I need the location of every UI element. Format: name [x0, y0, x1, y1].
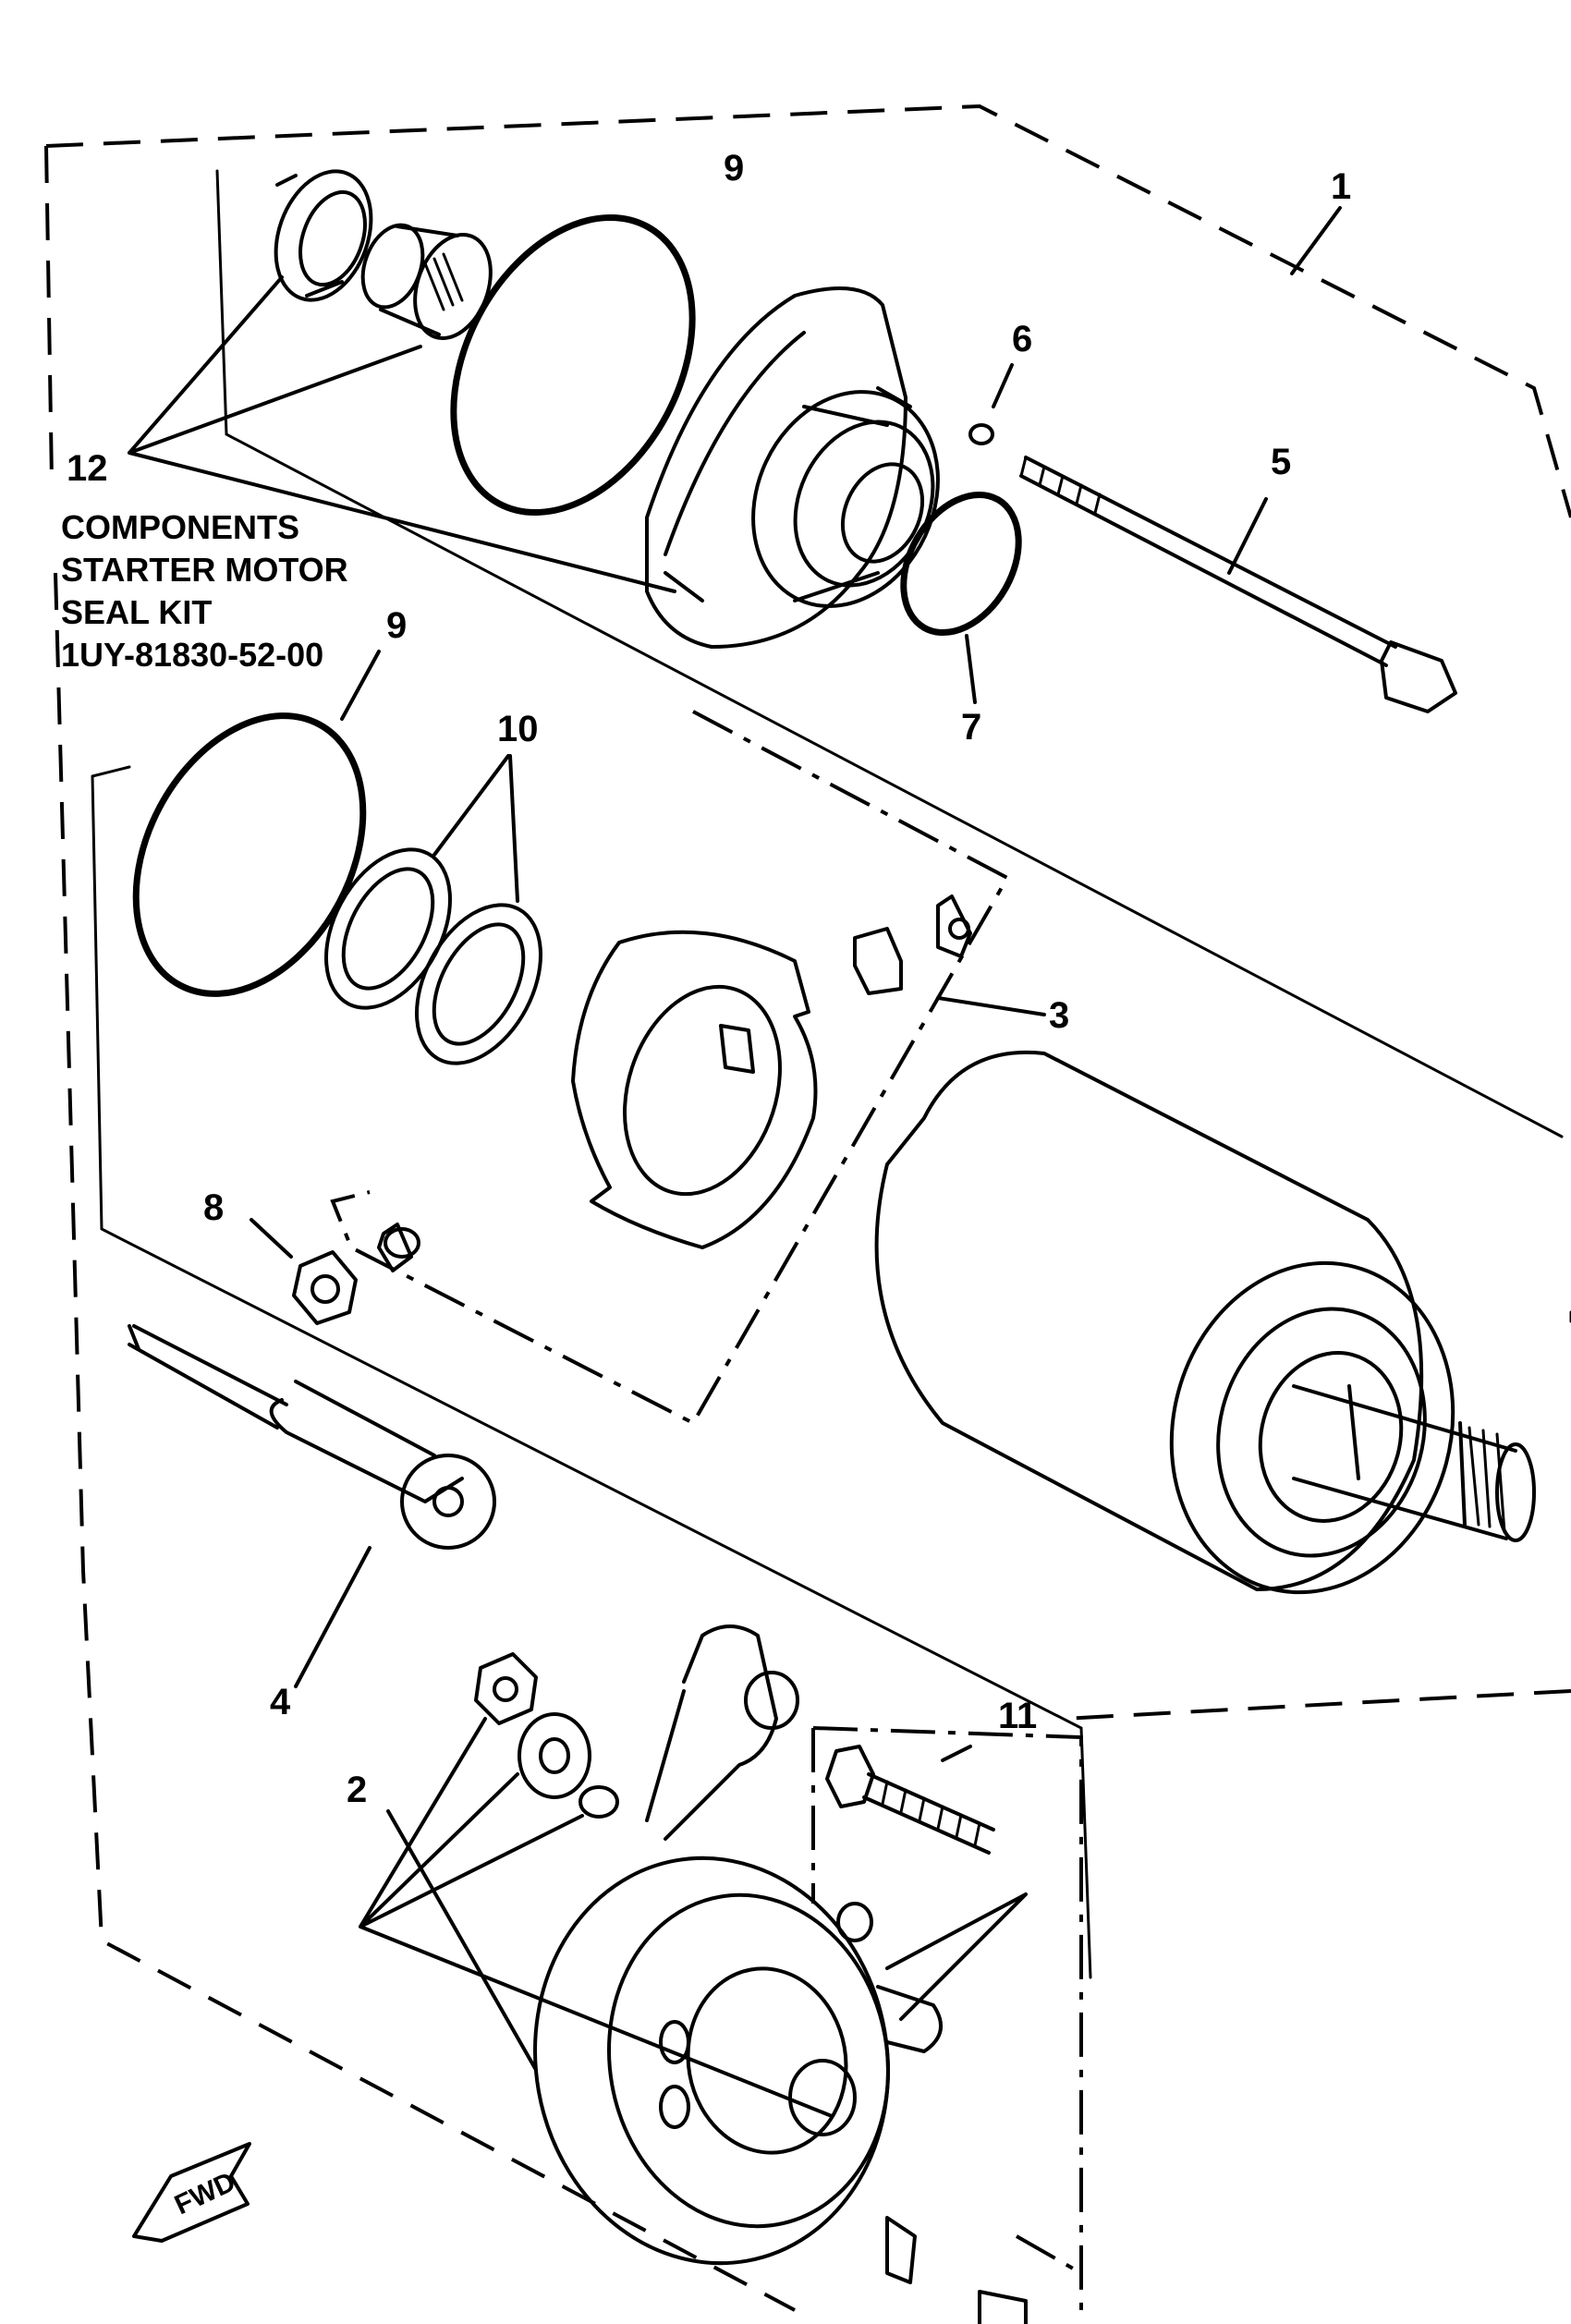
- o-ring-7: [900, 491, 1022, 637]
- terminal-nut: [474, 1652, 538, 1725]
- front-cover: [645, 286, 940, 649]
- terminal-o-ring: [578, 1785, 619, 1819]
- leader-3: [936, 996, 1046, 1016]
- bearing: [360, 223, 493, 341]
- leader-6: [992, 363, 1014, 408]
- callout-9-lower: 9: [386, 605, 407, 646]
- leader-7: [965, 634, 977, 704]
- lower-subassembly-frame: [91, 765, 1571, 1979]
- brush-plate: [571, 930, 818, 1249]
- leader-10: [432, 754, 519, 903]
- callout-1: 1: [1331, 166, 1351, 207]
- small-o-ring: [968, 423, 994, 445]
- leader-12: [128, 275, 676, 593]
- armature-shaft: [1292, 1384, 1536, 1542]
- upper-subassembly-frame: [215, 169, 1564, 1138]
- callout-9-upper: 9: [724, 148, 744, 189]
- bolt-box: [811, 1726, 1083, 2310]
- nut-8: [292, 1250, 358, 1325]
- callout-10: 10: [497, 709, 539, 749]
- note-line-2: STARTER MOTOR: [61, 551, 348, 589]
- lead-wire: [128, 1324, 496, 1550]
- leader-5: [1227, 497, 1268, 575]
- leader-11: [885, 1892, 1028, 2021]
- fwd-arrow-icon: FWD: [132, 2142, 251, 2243]
- note-line-1: COMPONENTS: [61, 508, 300, 546]
- leader-1: [1290, 206, 1342, 275]
- leader-4: [294, 1546, 371, 1688]
- note-line-3: SEAL KIT: [61, 593, 213, 631]
- brush-clip-lower: [377, 1223, 420, 1272]
- o-ring-lower: [132, 712, 367, 997]
- callout-6: 6: [1012, 319, 1032, 359]
- o-ring-upper: [450, 213, 696, 517]
- rear-cover: [533, 1624, 1028, 2324]
- callout-5: 5: [1271, 442, 1291, 482]
- callout-2: 2: [347, 1770, 367, 1810]
- brush: [853, 927, 903, 995]
- brush-clip-upper: [936, 894, 972, 958]
- oil-seal: [274, 169, 373, 302]
- leader-9-lower: [340, 650, 381, 721]
- seal-kit-note: COMPONENTS STARTER MOTOR SEAL KIT 1UY-81…: [61, 506, 431, 676]
- brush-assembly-box: [330, 710, 1010, 1426]
- callout-8: 8: [203, 1187, 224, 1228]
- leader-2: [359, 1717, 834, 2118]
- callout-4: 4: [270, 1682, 291, 1722]
- callout-7: 7: [961, 707, 981, 748]
- callout-12: 12: [67, 448, 108, 489]
- leader-8: [250, 1218, 293, 1259]
- terminal-washer: [518, 1712, 591, 1799]
- note-line-4: 1UY-81830-52-00: [61, 636, 324, 674]
- through-bolt: [1019, 456, 1457, 713]
- mounting-bolt: [825, 1745, 995, 1855]
- motor-yoke: [874, 1050, 1455, 1595]
- washers: [324, 847, 542, 1065]
- callout-11: 11: [998, 1696, 1037, 1736]
- callout-3: 3: [1049, 995, 1069, 1036]
- leader-11-upper: [941, 1745, 972, 1762]
